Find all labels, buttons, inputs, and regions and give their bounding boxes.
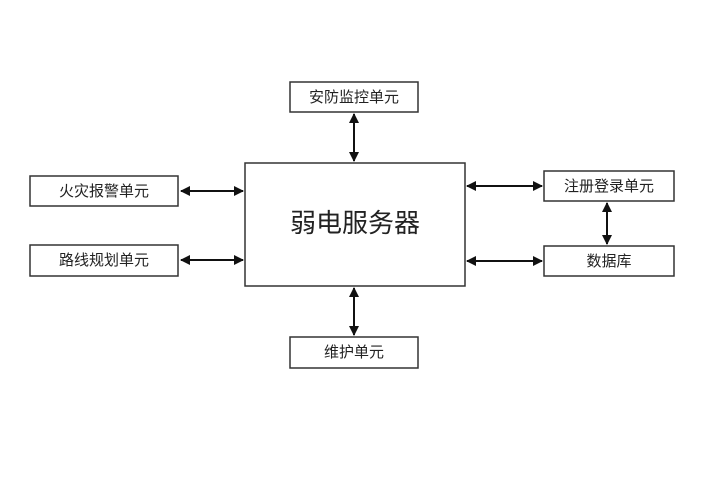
security-label: 安防监控单元 bbox=[309, 88, 399, 106]
register-label: 注册登录单元 bbox=[564, 177, 654, 195]
route-label: 路线规划单元 bbox=[59, 251, 149, 269]
fire-label: 火灾报警单元 bbox=[59, 182, 149, 200]
node-server: 弱电服务器 bbox=[244, 162, 466, 287]
node-fire: 火灾报警单元 bbox=[29, 175, 179, 207]
maintenance-label: 维护单元 bbox=[324, 343, 384, 361]
database-label: 数据库 bbox=[586, 252, 631, 270]
node-database: 数据库 bbox=[543, 245, 675, 277]
server-label: 弱电服务器 bbox=[290, 209, 420, 239]
node-register: 注册登录单元 bbox=[543, 170, 675, 202]
node-security: 安防监控单元 bbox=[289, 81, 419, 113]
node-maintenance: 维护单元 bbox=[289, 336, 419, 369]
node-route: 路线规划单元 bbox=[29, 244, 179, 277]
